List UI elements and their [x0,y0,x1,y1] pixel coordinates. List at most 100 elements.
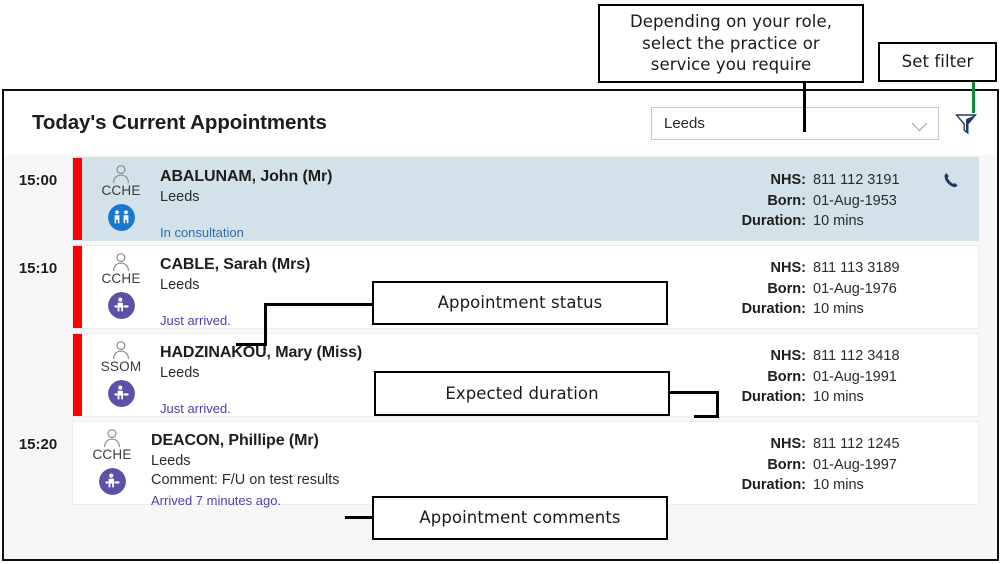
appointment-time: 15:20 [4,419,72,507]
meta-row-duration: Duration:10 mins [726,299,922,320]
appointment-avatar-column: SSOM [82,334,160,416]
born-label: Born: [767,368,806,385]
person-outline-icon [104,429,120,448]
person-outline-icon [113,341,129,360]
appointment-status-text: Just arrived. [160,312,231,328]
nhs-value: 811 112 1245 [813,436,900,452]
meta-row-nhs: NHS: 811 112 3191 [726,170,922,191]
page-title: Today's Current Appointments [32,111,327,134]
person-outline-icon [113,253,129,272]
funnel-filter-icon[interactable] [953,110,979,136]
appointment-status-bar [73,246,82,328]
born-value: 01-Aug-1997 [813,456,897,473]
practice-select[interactable]: Leeds [651,106,939,140]
clinic-code: SSOM [100,359,142,374]
nhs-label: NHS: [770,348,806,364]
meta-row-duration: Duration: 10 mins [726,475,922,496]
leader-line-comments-h [345,516,374,519]
practice-name: Leeds [160,364,200,381]
appointment-status-bar [73,158,82,240]
callout-set-filter-text: Set filter [901,52,974,72]
meta-row-born: Born: 01-Aug-1991 [726,367,922,388]
leader-line-status-h1 [236,343,267,346]
born-value: 01-Aug-1976 [813,280,897,297]
appointment-comment: Comment: F/U on test results [151,471,340,488]
leader-line-practice-vertical [803,83,806,132]
callout-appointment-status: Appointment status [372,281,668,325]
nhs-value: 811 113 3189 [813,260,900,276]
patient-name: ABALUNAM, John (Mr) [160,168,333,185]
appointment-phone-column [922,422,978,504]
callout-appointment-comments-text: Appointment comments [419,508,621,528]
duration-label: Duration: [741,213,806,230]
meta-row-nhs: NHS: 811 112 1245 [726,434,922,455]
clinic-code: CCHE [101,271,141,286]
appointment-status-text: Arrived 7 minutes ago. [151,492,282,508]
duration-label: Duration: [741,301,806,318]
born-value: 01-Aug-1953 [813,192,897,209]
meta-row-nhs: NHS: 811 112 3418 [726,346,922,367]
patient-name: HADZINAKOU, Mary (Miss) [160,344,363,361]
callout-practice-select: Depending on your role, select the pract… [598,4,864,83]
phone-icon[interactable] [942,172,959,189]
nhs-label: NHS: [770,260,806,276]
born-label: Born: [767,456,806,473]
person-arrived-icon [107,292,135,319]
callout-appointment-status-text: Appointment status [437,293,603,313]
meta-row-born: Born: 01-Aug-1953 [726,191,922,212]
person-outline-icon [113,165,129,184]
practice-name: Leeds [160,276,200,293]
duration-label: Duration: [741,389,806,406]
appointments-window: Today's Current Appointments Leeds 15:00… [2,89,999,561]
appointment-phone-column [922,334,978,416]
nhs-label: NHS: [770,172,806,188]
app-header: Today's Current Appointments Leeds [4,91,997,155]
born-label: Born: [767,192,806,209]
clinic-code: CCHE [92,447,132,462]
appointment-status-text: Just arrived. [160,400,231,416]
callout-set-filter: Set filter [878,42,997,82]
meta-row-duration: Duration: 10 mins [726,211,922,232]
leader-line-status-v [264,303,267,346]
patient-name: CABLE, Sarah (Mrs) [160,256,311,273]
appointment-time: 15:10 [4,243,72,331]
nhs-label: NHS: [770,436,806,452]
meta-row-nhs: NHS: 811 113 3189 [726,258,922,279]
duration-value: 10 mins [813,213,864,230]
practice-name: Leeds [160,188,200,205]
duration-value: 10 mins [813,477,864,494]
callout-expected-duration: Expected duration [374,371,670,416]
appointment-status-text: In consultation [160,224,244,240]
two-people-consultation-icon [107,204,135,231]
nhs-value: 811 112 3418 [813,348,900,364]
chevron-down-icon [913,116,928,131]
meta-row-born: Born:01-Aug-1976 [726,279,922,300]
leader-line-status-h2 [264,303,374,306]
appointment-details: ABALUNAM, John (Mr) Leeds In consultation [160,158,726,240]
meta-row-born: Born: 01-Aug-1997 [726,455,922,476]
person-arrived-icon [107,380,135,407]
callout-expected-duration-text: Expected duration [445,383,599,403]
duration-value: 10 mins [813,389,864,406]
callout-practice-select-text: Depending on your role, select the pract… [629,11,833,75]
born-value: 01-Aug-1991 [813,368,897,385]
leader-line-duration-h2 [694,415,719,418]
person-arrived-icon [98,468,126,495]
leader-line-setfilter-vertical [972,82,975,113]
leader-line-duration-h1 [668,391,718,394]
practice-select-value: Leeds [664,114,705,132]
nhs-value: 811 112 3191 [813,172,900,188]
appointment-avatar-column: CCHE [82,158,160,240]
leader-line-duration-v [716,391,719,418]
duration-label: Duration: [741,477,806,494]
header-controls: Leeds [651,106,979,140]
practice-name: Leeds [151,452,191,469]
